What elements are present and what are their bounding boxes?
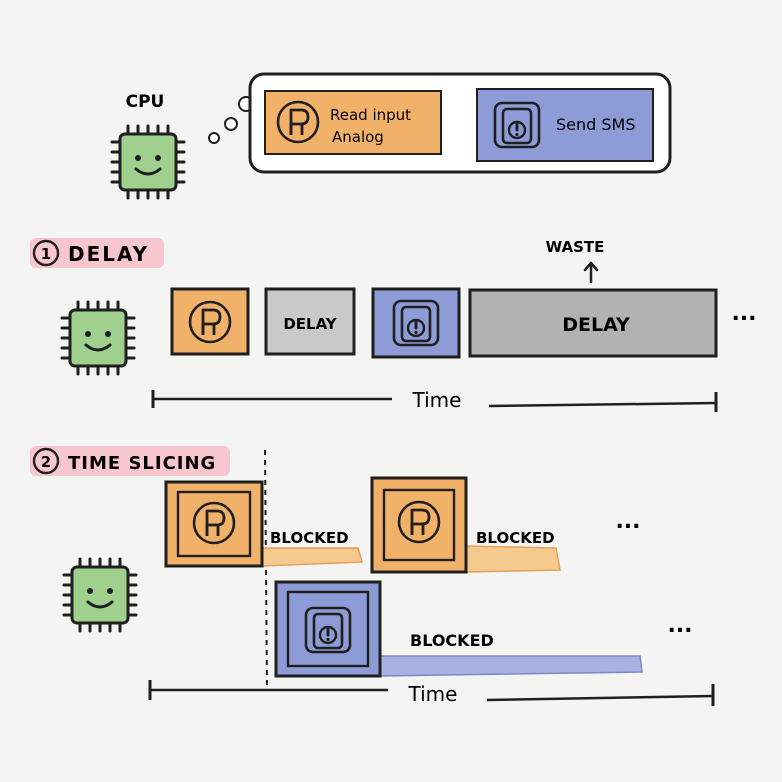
ellipsis-delay: ... — [731, 301, 756, 326]
ellipsis-read-lane: ... — [615, 509, 640, 534]
blocked-label-read-2: BLOCKED — [476, 529, 555, 547]
cpu-label: CPU — [126, 92, 165, 112]
section-delay-title: DELAY — [68, 242, 149, 266]
blocked-label-send: BLOCKED — [410, 631, 494, 650]
thought-task-send-label: Send SMS — [556, 115, 636, 134]
delay-long-label: DELAY — [562, 314, 630, 336]
blocked-label-read-1: BLOCKED — [270, 529, 349, 547]
delay-short-label: DELAY — [283, 315, 337, 333]
section-delay-number: 1 — [41, 245, 51, 263]
delay-long-block — [468, 288, 718, 358]
time-axis-time-slicing: Time — [148, 680, 715, 706]
section-time-slicing-number: 2 — [41, 453, 51, 471]
cpu-chip-icon-delay — [60, 300, 136, 376]
slice-marker-line — [264, 449, 268, 689]
delay-short-block — [264, 287, 356, 356]
thought-bubble: Read input Analog Send SMS — [208, 72, 672, 174]
delay-timeline: DELAY DELAY ... WASTE — [170, 238, 757, 359]
thought-task-send: Send SMS — [476, 88, 654, 162]
cpu-chip-icon-time-slicing — [62, 557, 138, 633]
time-label-delay: Time — [412, 388, 462, 412]
section-time-slicing-title: TIME SLICING — [68, 453, 216, 474]
section-delay-heading: 1 DELAY — [30, 238, 164, 268]
waste-label: WASTE — [546, 238, 605, 256]
time-axis-delay: Time — [151, 388, 718, 412]
read-task-lane: BLOCKED BLOCKED ... — [164, 476, 641, 574]
section-time-slicing-heading: 2 TIME SLICING — [30, 446, 230, 476]
ellipsis-send-lane: ... — [667, 613, 692, 638]
delay-read-block — [170, 287, 250, 356]
cpu-chip-icon — [110, 124, 186, 200]
send-task-lane: BLOCKED ... — [274, 580, 693, 678]
time-label-time-slicing: Time — [408, 682, 458, 706]
thought-task-read: Read input Analog — [264, 90, 442, 155]
thought-task-read-label: Read input Analog — [330, 106, 416, 146]
